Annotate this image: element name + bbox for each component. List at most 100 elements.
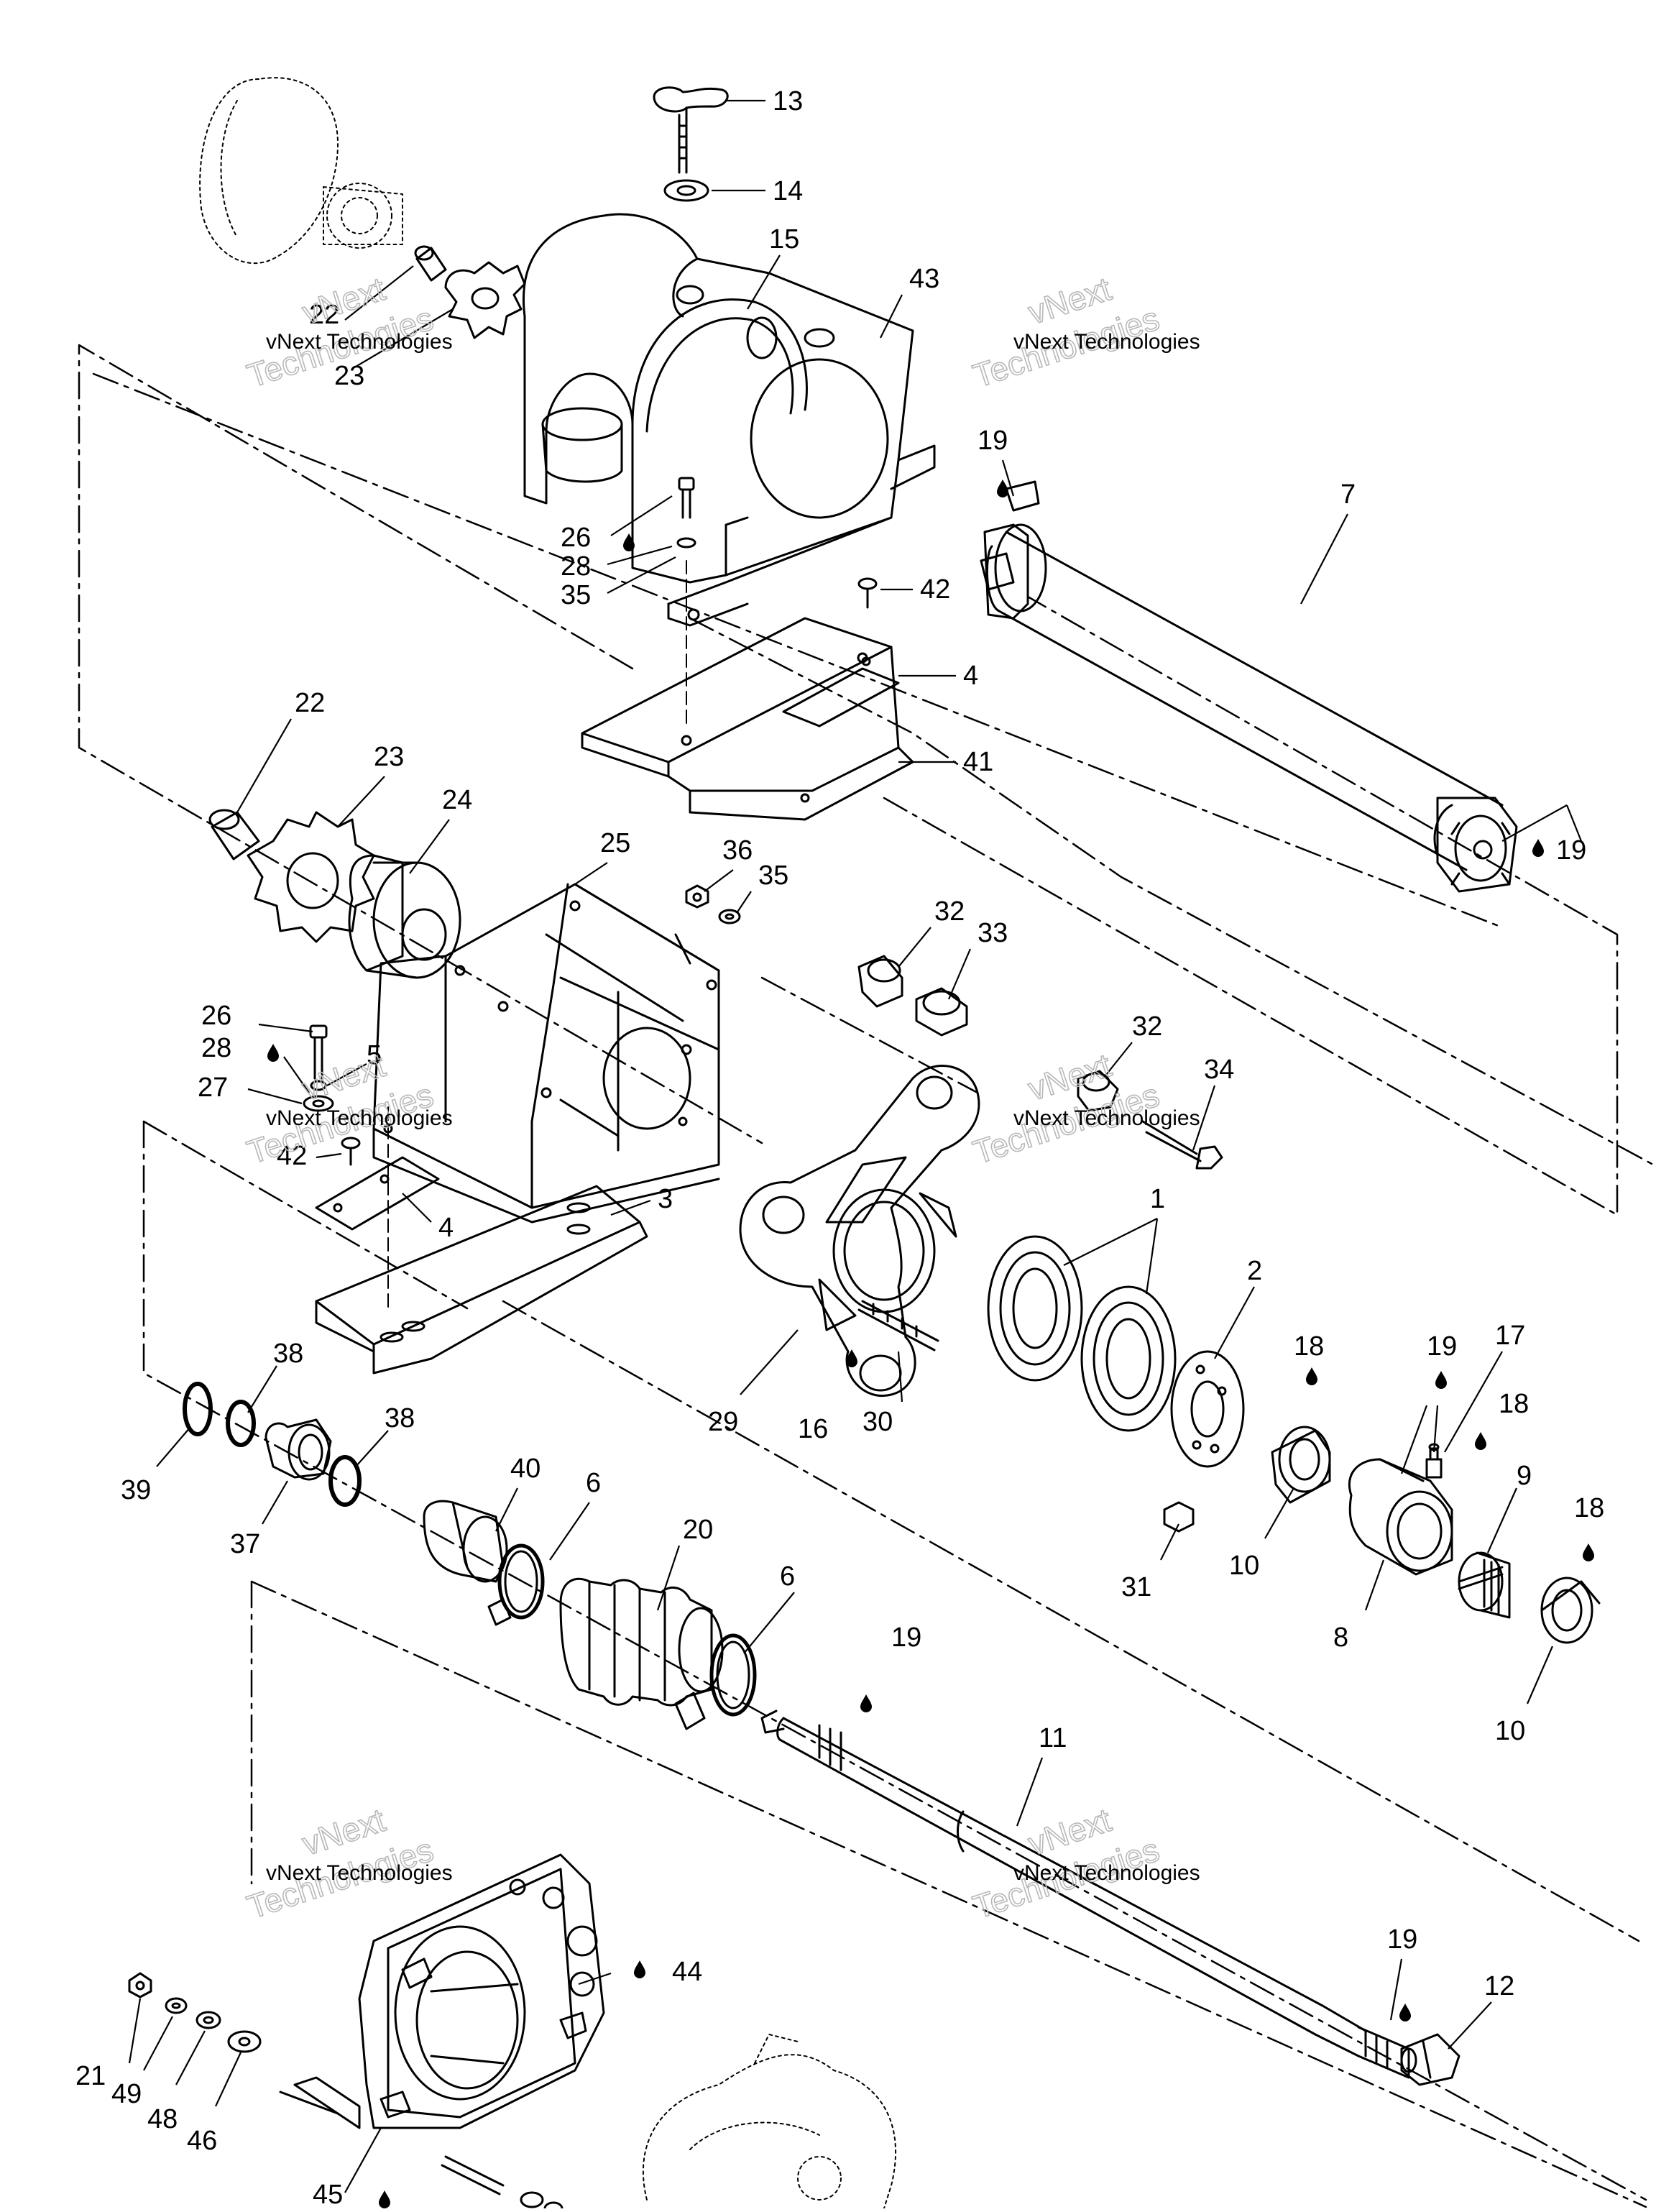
drop-icon bbox=[1532, 839, 1544, 857]
callout-41: 41 bbox=[963, 747, 993, 777]
callout-22: 22 bbox=[295, 688, 325, 718]
sleeve-37 bbox=[264, 1418, 332, 1481]
callout-46: 46 bbox=[187, 2126, 217, 2156]
lock-washer-49 bbox=[165, 1997, 188, 2014]
ghost-jet-pump bbox=[642, 2034, 897, 2209]
callout-18: 18 bbox=[1294, 1331, 1324, 1362]
callout-44: 44 bbox=[672, 1957, 702, 1987]
callout-29: 29 bbox=[708, 1407, 738, 1437]
sleeve-40 bbox=[423, 1500, 508, 1583]
drop-icon bbox=[1399, 2004, 1411, 2021]
callout-31: 31 bbox=[1121, 1572, 1151, 1602]
o-ring-38b bbox=[328, 1455, 362, 1507]
callout-17: 17 bbox=[1495, 1321, 1525, 1351]
bushing-22 bbox=[208, 809, 260, 861]
coupler-flange-24 bbox=[348, 854, 461, 979]
ghost-drive-pulley bbox=[199, 77, 403, 265]
lower-shim-4 bbox=[315, 1156, 440, 1231]
screw-42-mid bbox=[341, 1137, 361, 1166]
callout-23: 23 bbox=[334, 361, 364, 391]
mount-bracket-25 bbox=[372, 883, 720, 1224]
callout-12: 12 bbox=[1484, 1971, 1514, 2001]
wing-knob-13 bbox=[653, 86, 729, 174]
screw-42-upper bbox=[857, 577, 878, 609]
callout-19: 19 bbox=[1556, 835, 1586, 866]
belt-guard-cover bbox=[523, 213, 936, 627]
callout-49: 49 bbox=[111, 2079, 142, 2109]
bearing-ring-1a bbox=[987, 1235, 1083, 1382]
drive-shaft-11 bbox=[760, 1710, 1410, 2079]
callout-38: 38 bbox=[273, 1339, 303, 1369]
watermark-caption: vNext Technologies bbox=[1013, 1106, 1200, 1130]
drop-icon bbox=[1435, 1371, 1447, 1389]
callout-13: 13 bbox=[773, 86, 803, 116]
rubber-coupler-23 bbox=[247, 811, 375, 943]
callout-10: 10 bbox=[1495, 1716, 1525, 1746]
callout-30: 30 bbox=[862, 1407, 893, 1437]
drop-icon bbox=[379, 2190, 390, 2208]
callout-36: 36 bbox=[722, 835, 753, 866]
callout-labels: 13 14 15 43 22 23 7 19 19 26 28 35 42 4 … bbox=[75, 86, 1604, 2210]
callout-4: 4 bbox=[438, 1213, 454, 1243]
watermark: vNext Technologies bbox=[968, 269, 1164, 395]
callout-48: 48 bbox=[147, 2104, 178, 2134]
seal-10b bbox=[1540, 1577, 1601, 1644]
boot-20 bbox=[559, 1577, 724, 1707]
nut-36 bbox=[685, 884, 709, 909]
callout-19: 19 bbox=[891, 1623, 921, 1653]
callout-33: 33 bbox=[978, 918, 1008, 948]
callout-8: 8 bbox=[1333, 1623, 1348, 1653]
o-ring-39 bbox=[183, 1382, 213, 1436]
flange-plate-2 bbox=[1170, 1350, 1245, 1468]
spacer-32-lower bbox=[1077, 1070, 1119, 1112]
callout-35: 35 bbox=[561, 580, 591, 610]
callout-2: 2 bbox=[1247, 1256, 1262, 1286]
watermark: vNext Technologies bbox=[242, 1800, 438, 1926]
callout-23: 23 bbox=[374, 742, 404, 772]
callout-25: 25 bbox=[600, 828, 630, 858]
callout-18: 18 bbox=[1499, 1389, 1529, 1419]
callout-37: 37 bbox=[230, 1529, 260, 1559]
pump-housing-45 bbox=[279, 1853, 605, 2129]
watermark-caption: vNext Technologies bbox=[266, 1106, 453, 1130]
callout-35: 35 bbox=[758, 861, 788, 891]
watermark-caption: vNext Technologies bbox=[266, 1861, 453, 1885]
cap-12 bbox=[1400, 2033, 1460, 2086]
lower-stud bbox=[441, 2155, 564, 2212]
lock-washer-14 bbox=[663, 179, 709, 202]
nut-31 bbox=[1163, 1501, 1195, 1533]
o-ring-38a bbox=[226, 1400, 256, 1447]
callout-14: 14 bbox=[773, 176, 803, 206]
bolt-34 bbox=[1141, 1120, 1223, 1170]
spacer-32-upper bbox=[857, 955, 903, 1008]
callout-27: 27 bbox=[198, 1073, 228, 1103]
seal-10a bbox=[1271, 1426, 1331, 1504]
drop-icon bbox=[1583, 1543, 1594, 1561]
callout-1: 1 bbox=[1150, 1184, 1165, 1214]
callout-42: 42 bbox=[277, 1141, 307, 1171]
hose-clamp-6a bbox=[487, 1543, 545, 1626]
callout-9: 9 bbox=[1517, 1461, 1532, 1491]
callout-7: 7 bbox=[1340, 479, 1356, 510]
callout-43: 43 bbox=[909, 264, 939, 294]
washer-46 bbox=[227, 2030, 262, 2053]
washer-48 bbox=[196, 2011, 221, 2029]
callout-22: 22 bbox=[309, 300, 339, 330]
callout-34: 34 bbox=[1204, 1055, 1234, 1085]
callout-4: 4 bbox=[963, 661, 978, 691]
callout-28: 28 bbox=[561, 551, 591, 582]
upper-bolt-26 bbox=[676, 477, 696, 549]
bearing-housing-8 bbox=[1348, 1458, 1453, 1576]
drop-icon bbox=[267, 1044, 279, 1062]
hose-clamp-6b bbox=[674, 1633, 757, 1730]
watermark-caption: vNext Technologies bbox=[1013, 1861, 1200, 1885]
callout-42: 42 bbox=[920, 574, 950, 605]
drop-icon bbox=[997, 479, 1008, 497]
callout-39: 39 bbox=[121, 1475, 151, 1505]
upper-shim-4 bbox=[782, 656, 900, 728]
watermark: vNext Technologies bbox=[968, 1045, 1164, 1171]
callout-32: 32 bbox=[1132, 1011, 1162, 1042]
callout-20: 20 bbox=[683, 1515, 713, 1545]
